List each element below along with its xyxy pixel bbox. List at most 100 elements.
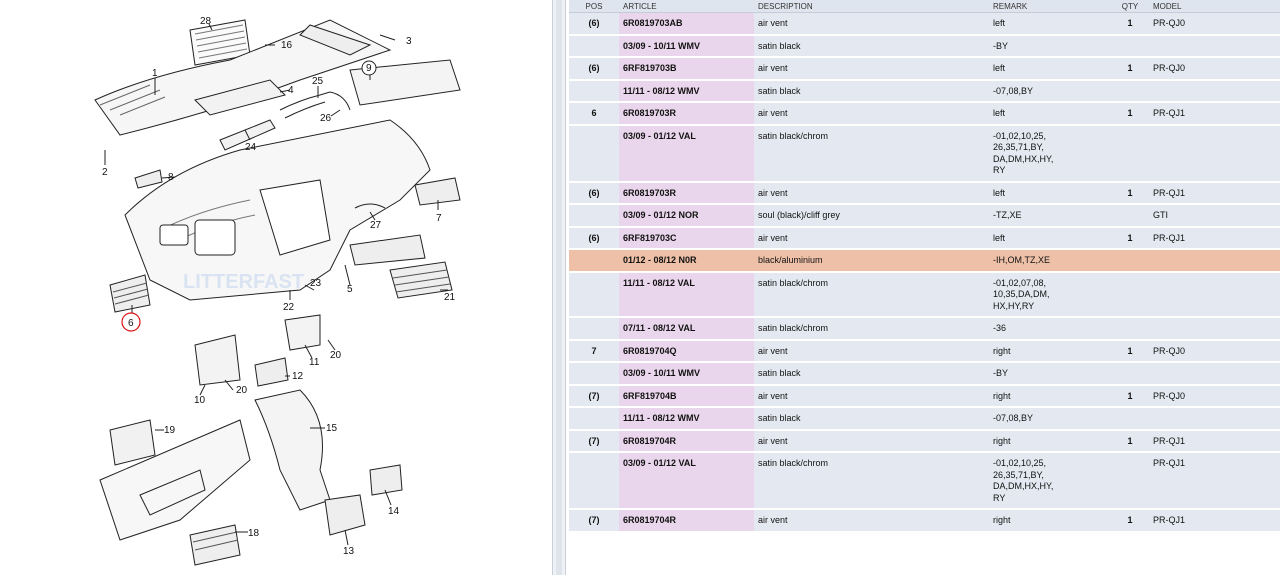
cell-pos xyxy=(569,271,619,318)
cell-model: PR-QJ0 xyxy=(1149,12,1280,36)
cell-model xyxy=(1149,271,1280,318)
callout-4: 4 xyxy=(288,85,294,96)
cell-model: PR-QJ0 xyxy=(1149,339,1280,363)
parts-table: POS ARTICLE DESCRIPTION REMARK QTY MODEL… xyxy=(569,0,1280,533)
cell-pos xyxy=(569,407,619,431)
header-pos[interactable]: POS xyxy=(569,0,619,13)
cell-qty xyxy=(1111,407,1149,431)
header-model[interactable]: MODEL xyxy=(1149,0,1280,13)
cell-desc: satin black xyxy=(754,407,989,431)
cell-remark: -BY xyxy=(989,362,1111,386)
cell-desc: satin black xyxy=(754,34,989,58)
cell-model: PR-QJ0 xyxy=(1149,57,1280,81)
callout-7: 7 xyxy=(436,213,442,224)
cell-article: 03/09 - 10/11 WMV xyxy=(619,362,754,386)
cell-desc: satin black xyxy=(754,79,989,103)
splitter-grip[interactable] xyxy=(556,0,562,575)
cell-model xyxy=(1149,79,1280,103)
cell-article: 03/09 - 01/12 NOR xyxy=(619,204,754,228)
callout-20: 20 xyxy=(330,350,342,361)
header-article[interactable]: ARTICLE xyxy=(619,0,754,13)
cell-article: 11/11 - 08/12 VAL xyxy=(619,271,754,318)
cell-qty xyxy=(1111,271,1149,318)
cell-article: 03/09 - 10/11 WMV xyxy=(619,34,754,58)
cell-desc: air vent xyxy=(754,181,989,205)
cell-article: 03/09 - 01/12 VAL xyxy=(619,124,754,183)
cell-remark: -07,08,BY xyxy=(989,79,1111,103)
table-header-row: POS ARTICLE DESCRIPTION REMARK QTY MODEL xyxy=(569,0,1280,13)
cell-pos: (6) xyxy=(569,57,619,81)
cell-model: PR-QJ1 xyxy=(1149,226,1280,250)
cell-remark: right xyxy=(989,509,1111,533)
parts-list: POS ARTICLE DESCRIPTION REMARK QTY MODEL… xyxy=(569,0,1280,575)
cell-qty: 1 xyxy=(1111,102,1149,126)
callout-20b: 20 xyxy=(236,385,248,396)
cell-pos: (7) xyxy=(569,429,619,453)
cell-pos: (6) xyxy=(569,181,619,205)
cell-desc: satin black/chrom xyxy=(754,317,989,341)
cell-model xyxy=(1149,34,1280,58)
cell-pos: (6) xyxy=(569,12,619,36)
cell-article: 6RF819703C xyxy=(619,226,754,250)
cell-model xyxy=(1149,249,1280,273)
cell-pos xyxy=(569,452,619,510)
callout-9: 9 xyxy=(366,63,372,74)
cell-pos xyxy=(569,124,619,183)
cell-qty: 1 xyxy=(1111,384,1149,408)
cell-desc: satin black/chrom xyxy=(754,452,989,510)
cell-qty: 1 xyxy=(1111,57,1149,81)
cell-article: 6RF819703B xyxy=(619,57,754,81)
cell-remark: left xyxy=(989,57,1111,81)
cell-pos xyxy=(569,317,619,341)
cell-article: 6RF819704B xyxy=(619,384,754,408)
callout-25: 25 xyxy=(312,76,324,87)
cell-desc: air vent xyxy=(754,12,989,36)
callout-27: 27 xyxy=(370,220,382,231)
cell-desc: air vent xyxy=(754,429,989,453)
callout-26: 26 xyxy=(320,113,332,124)
callout-23: 23 xyxy=(310,278,322,289)
cell-remark: -BY xyxy=(989,34,1111,58)
callout-22: 22 xyxy=(283,302,295,313)
callout-6: 6 xyxy=(128,318,134,329)
callout-13: 13 xyxy=(343,546,355,557)
cell-remark: left xyxy=(989,226,1111,250)
cell-model: PR-QJ1 xyxy=(1149,509,1280,533)
cell-remark: left xyxy=(989,102,1111,126)
cell-remark: left xyxy=(989,181,1111,205)
header-description[interactable]: DESCRIPTION xyxy=(754,0,989,13)
cell-qty xyxy=(1111,204,1149,228)
cell-article: 6R0819704R xyxy=(619,429,754,453)
header-remark[interactable]: REMARK xyxy=(989,0,1111,13)
cell-article: 6R0819703AB xyxy=(619,12,754,36)
cell-qty xyxy=(1111,317,1149,341)
callout-6-selected[interactable]: 6 xyxy=(121,312,141,332)
panel-splitter[interactable] xyxy=(552,0,566,575)
cell-model xyxy=(1149,362,1280,386)
callout-5: 5 xyxy=(347,284,353,295)
cell-pos xyxy=(569,249,619,273)
header-qty[interactable]: QTY xyxy=(1111,0,1149,13)
cell-pos xyxy=(569,204,619,228)
cell-qty: 1 xyxy=(1111,509,1149,533)
callout-10: 10 xyxy=(194,395,206,406)
